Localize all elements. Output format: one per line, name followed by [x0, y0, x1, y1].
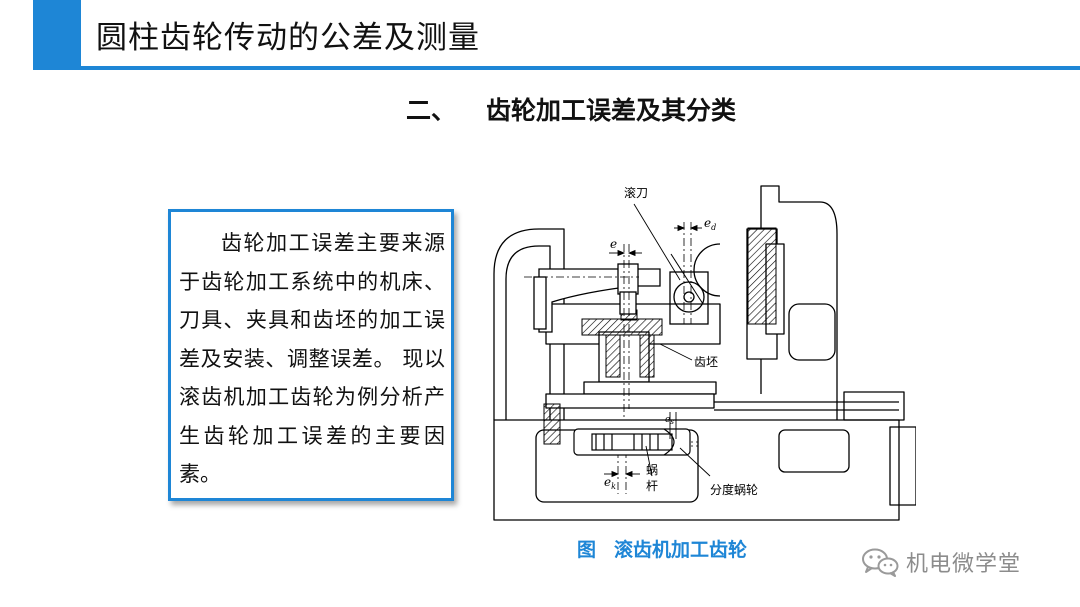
worm-label-2: 杆	[646, 479, 658, 493]
gear-blank-label: 齿坯	[694, 355, 718, 369]
description-text: 齿轮加工误差主要来源于齿轮加工系统中的机床、刀具、夹具和齿坯的加工误差及安装、调…	[179, 231, 445, 486]
header-accent-block	[33, 0, 81, 68]
hobbing-machine-diagram: 滚刀 ed e 齿坯 ek es 蜗 杆 分度蜗轮	[484, 184, 916, 522]
caption-prefix: 图	[577, 539, 597, 561]
wechat-icon	[862, 548, 899, 577]
e-label: e	[610, 237, 617, 251]
section-title: 齿轮加工误差及其分类	[486, 96, 737, 125]
watermark: 机电微学堂	[860, 545, 1021, 579]
description-box: 齿轮加工误差主要来源于齿轮加工系统中的机床、刀具、夹具和齿坯的加工误差及安装、调…	[168, 209, 454, 501]
watermark-text: 机电微学堂	[906, 552, 1022, 577]
header-rule	[33, 66, 1080, 70]
section-heading: 二、齿轮加工误差及其分类	[406, 93, 736, 129]
hob-label: 滚刀	[624, 185, 648, 200]
worm-label-1: 蜗	[646, 462, 658, 477]
caption-title: 滚齿机加工齿轮	[614, 539, 748, 561]
ed-label: ed	[704, 216, 716, 232]
index-worm-wheel-label: 分度蜗轮	[710, 482, 758, 497]
slide-title: 圆柱齿轮传动的公差及测量	[96, 20, 480, 56]
ek-label: ek	[604, 475, 616, 491]
section-number: 二、	[406, 96, 457, 125]
es-label: es	[665, 415, 674, 426]
diagram-caption: 图滚齿机加工齿轮	[577, 536, 747, 564]
